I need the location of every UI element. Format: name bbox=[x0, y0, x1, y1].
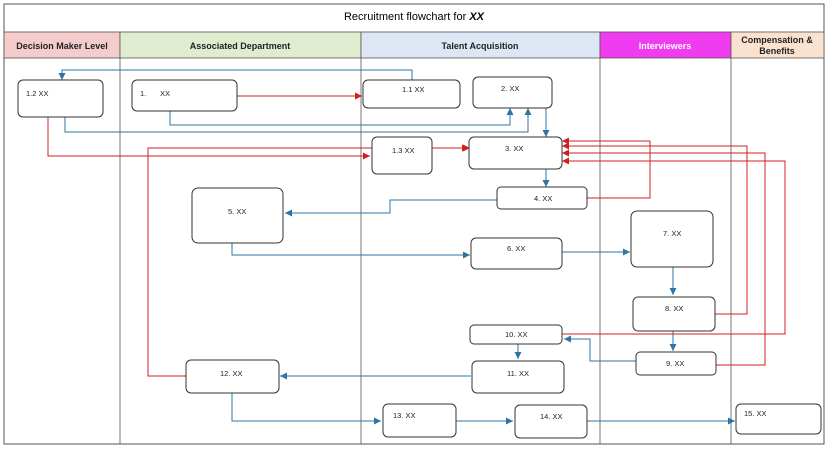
node-label-13: 13. XX bbox=[393, 411, 416, 420]
lane-label-decision-maker: Decision Maker Level bbox=[16, 41, 108, 51]
arrow-1-2-to-2 bbox=[64, 108, 532, 133]
arrow-1-1-to-1-2 bbox=[58, 69, 413, 80]
lane-header-compensation-benefits bbox=[730, 31, 825, 59]
process-box-8 bbox=[632, 296, 716, 332]
process-box-9 bbox=[635, 351, 717, 376]
arrow-1-2-to-1-3 bbox=[47, 117, 370, 160]
process-box-2 bbox=[472, 76, 553, 109]
lane-label-interviewers: Interviewers bbox=[639, 41, 692, 51]
lane-label-compensation-line2: Benefits bbox=[759, 46, 795, 56]
lane-header-decision-maker bbox=[3, 31, 121, 59]
process-box-12 bbox=[185, 359, 280, 394]
node-label-14: 14. XX bbox=[540, 412, 563, 421]
process-box-14 bbox=[514, 404, 588, 439]
lane-label-talent-acquisition: Talent Acquisition bbox=[441, 41, 518, 51]
arrow-12-to-13 bbox=[231, 393, 381, 425]
node-label-15: 15. XX bbox=[744, 409, 767, 418]
node-label-6: 6. XX bbox=[507, 244, 525, 253]
node-label-1-value: XX bbox=[160, 89, 170, 98]
arrow-1-to-2 bbox=[169, 108, 514, 126]
node-label-5: 5. XX bbox=[228, 207, 246, 216]
node-label-3: 3. XX bbox=[505, 144, 523, 153]
arrow-8-to-3 bbox=[562, 142, 748, 315]
node-label-2: 2. XX bbox=[501, 84, 519, 93]
arrow-4-to-5 bbox=[285, 199, 497, 217]
lane-label-associated-department: Associated Department bbox=[190, 41, 291, 51]
process-box-4 bbox=[496, 186, 588, 210]
process-box-1-3 bbox=[371, 136, 433, 175]
node-label-10: 10. XX bbox=[505, 330, 528, 339]
lane-label-compensation-line1: Compensation & bbox=[741, 35, 813, 45]
node-label-1-2: 1.2 XX bbox=[26, 89, 49, 98]
arrow-10-to-3 bbox=[562, 157, 786, 335]
node-label-12: 12. XX bbox=[220, 369, 243, 378]
process-box-10 bbox=[469, 324, 563, 345]
arrow-12-to-3 bbox=[147, 144, 470, 377]
process-box-6 bbox=[470, 237, 563, 270]
node-label-4: 4. XX bbox=[534, 194, 552, 203]
arrow-5-to-6 bbox=[231, 243, 470, 259]
process-box-3 bbox=[468, 136, 563, 170]
lane-header-interviewers bbox=[599, 31, 732, 59]
process-box-1-1 bbox=[362, 79, 461, 109]
lane-header-associated-department bbox=[119, 31, 362, 59]
arrow-9-to-10 bbox=[564, 335, 636, 362]
process-box-13 bbox=[382, 403, 457, 438]
arrow-9-to-3 bbox=[562, 149, 766, 366]
node-label-1-1: 1.1 XX bbox=[402, 85, 425, 94]
process-box-1-2 bbox=[17, 79, 104, 118]
process-box-5 bbox=[191, 187, 284, 244]
process-box-15 bbox=[735, 403, 822, 435]
node-label-9: 9. XX bbox=[666, 359, 684, 368]
node-label-1-3: 1.3 XX bbox=[392, 146, 415, 155]
arrow-4-to-3 bbox=[562, 137, 651, 199]
node-label-8: 8. XX bbox=[665, 304, 683, 313]
node-label-7: 7. XX bbox=[663, 229, 681, 238]
process-box-11 bbox=[471, 360, 565, 394]
node-label-11: 11. XX bbox=[507, 369, 529, 378]
diagram-title: Recruitment flowchart for XX bbox=[344, 11, 485, 23]
node-label-1-number: 1. bbox=[140, 89, 146, 98]
process-box-7 bbox=[630, 210, 714, 268]
process-box-1 bbox=[131, 79, 238, 112]
